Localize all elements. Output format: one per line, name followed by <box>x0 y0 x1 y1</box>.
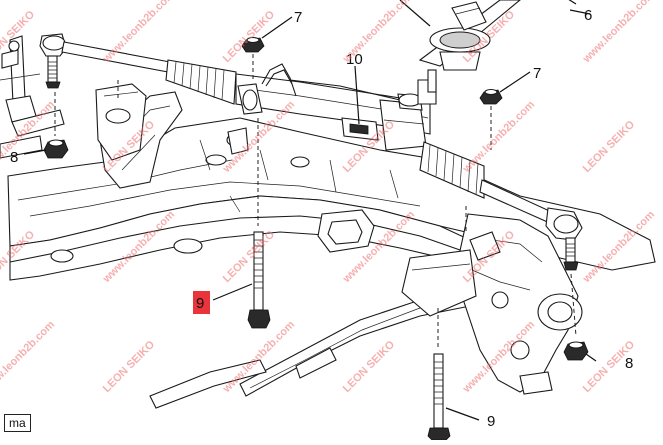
left-stabilizer-link <box>0 35 65 159</box>
callout-7-left: 7 <box>294 9 302 26</box>
callout-6: 6 <box>584 7 592 24</box>
callout-7-right: 7 <box>533 65 541 82</box>
steering-gear-assembly <box>39 33 583 271</box>
corner-tag: ma <box>4 414 31 432</box>
watermark-brand: LEON SEIKO <box>581 118 638 175</box>
callout-8-left: 8 <box>10 149 18 166</box>
nut-8-left <box>43 139 69 159</box>
callout-9-right: 9 <box>487 413 495 430</box>
intermediate-shaft <box>418 0 521 93</box>
callout-10: 10 <box>346 51 363 68</box>
left-boot <box>165 59 237 105</box>
watermark-url: www.leonb2b.com <box>460 98 537 175</box>
installation-lines <box>54 54 577 350</box>
watermark-url: www.leonb2b.com <box>340 0 417 66</box>
watermark-brand: LEON SEIKO <box>341 338 398 395</box>
callout-9-highlight <box>193 291 210 314</box>
nut-8-right <box>563 341 589 361</box>
watermark-brand: LEON SEIKO <box>101 338 158 395</box>
right-steering-knuckle <box>401 213 583 395</box>
nut-7-right <box>479 88 503 105</box>
front-subframe <box>7 83 656 409</box>
nut-7-left <box>241 36 265 53</box>
leader-lines <box>23 0 597 421</box>
callout-9-left: 9 <box>196 295 204 312</box>
bolt-9-right <box>427 353 451 441</box>
callouts: 6 7 7 8 8 9 9 10 <box>10 7 633 430</box>
watermark-url: www.leonb2b.com <box>0 318 57 395</box>
bolt-9-left <box>247 231 271 329</box>
callout-8-right: 8 <box>625 355 633 372</box>
right-boot <box>419 141 485 199</box>
watermark-brand: LEON SEIKO <box>221 8 278 65</box>
